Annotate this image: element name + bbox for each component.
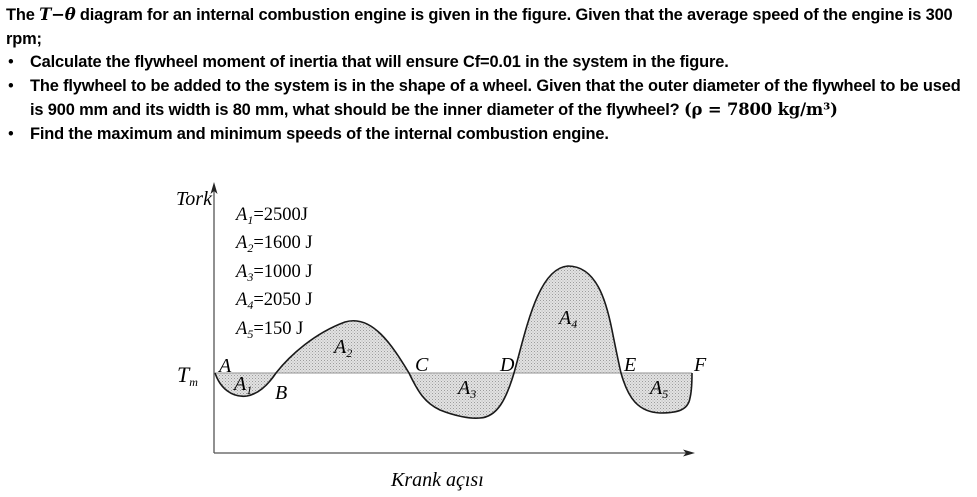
legend-a5: A5=150 J bbox=[236, 318, 304, 341]
legend-a4: A4=2050 J bbox=[236, 290, 313, 313]
point-c-label: C bbox=[415, 354, 429, 376]
legend-a1: A1=2500J bbox=[236, 205, 308, 227]
legend-a3: A3=1000 J bbox=[236, 261, 313, 284]
area-a2-fill bbox=[276, 320, 409, 373]
area-values-legend: A1=2500J A2=1600 J A3=1000 J A4=2050 J A… bbox=[236, 204, 313, 346]
task-item-inertia: Calculate the flywheel moment of inertia… bbox=[6, 51, 974, 75]
area-a3-fill bbox=[409, 373, 514, 419]
t-theta-symbol: T−θ bbox=[39, 5, 76, 24]
area-a3-label: A3 bbox=[458, 377, 477, 401]
point-b-label: B bbox=[275, 382, 288, 404]
torque-curve bbox=[214, 265, 693, 419]
legend-a2: A2=1600 J bbox=[236, 233, 313, 256]
task-item-speeds: Find the maximum and minimum speeds of t… bbox=[6, 123, 974, 147]
area-a5-label: A5 bbox=[650, 377, 669, 401]
task-item-inner-diameter: The flywheel to be added to the system i… bbox=[6, 75, 974, 123]
point-d-label: D bbox=[500, 354, 515, 376]
area-a4-fill bbox=[514, 266, 621, 373]
mean-torque-label: Tm bbox=[177, 362, 198, 390]
point-e-label: E bbox=[624, 354, 637, 376]
x-axis-arrow-icon bbox=[683, 449, 695, 457]
x-axis-label: Krank açısı bbox=[391, 469, 484, 491]
area-a1-fill bbox=[215, 373, 276, 397]
y-axis-label: Tork bbox=[176, 188, 212, 210]
problem-intro: The T−θ diagram for an internal combusti… bbox=[6, 5, 953, 48]
density-formula: (ρ = 7800 kg/m³) bbox=[683, 100, 838, 119]
area-a5-fill bbox=[621, 373, 692, 413]
y-axis-arrow-icon bbox=[210, 182, 218, 194]
point-a-label: A bbox=[219, 355, 232, 377]
area-a4-label: A4 bbox=[559, 307, 578, 331]
area-a1-label: A1 bbox=[234, 373, 253, 397]
point-f-label: F bbox=[694, 354, 707, 376]
problem-statement: The T−θ diagram for an internal combusti… bbox=[6, 3, 974, 146]
area-a2-label: A2 bbox=[334, 336, 353, 360]
task-list: Calculate the flywheel moment of inertia… bbox=[6, 51, 974, 146]
